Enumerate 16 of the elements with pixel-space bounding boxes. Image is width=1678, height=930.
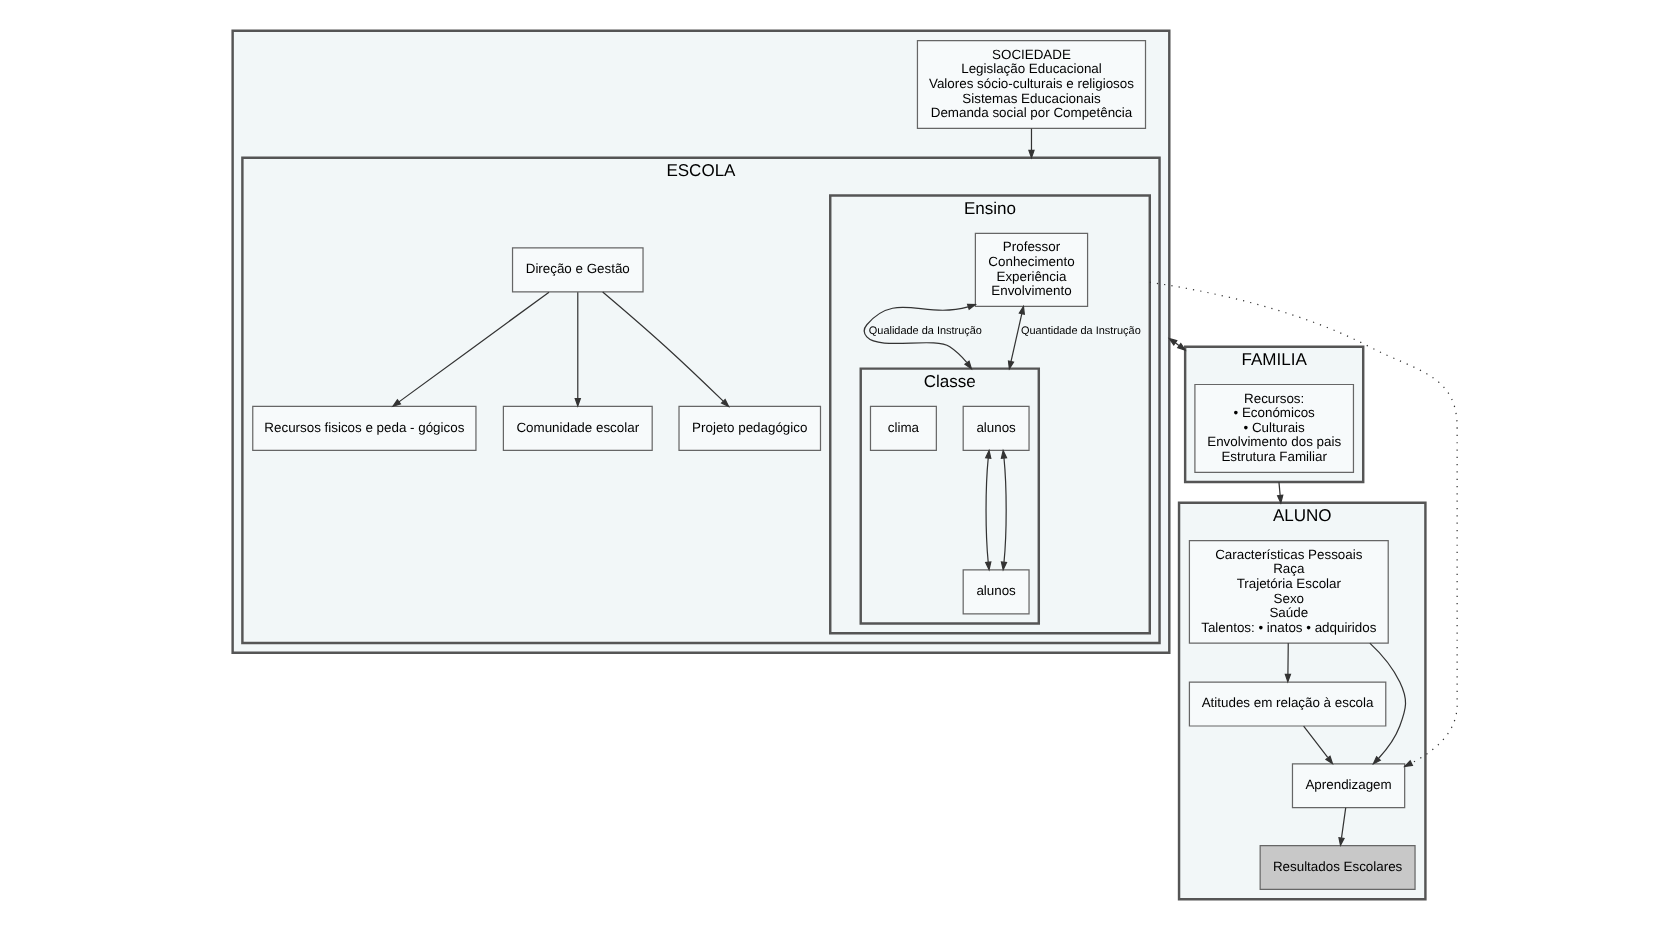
arrow bbox=[1148, 281, 1457, 768]
arrow bbox=[1283, 642, 1291, 684]
arrow bbox=[983, 448, 991, 572]
arrow bbox=[862, 303, 977, 371]
arrow bbox=[1275, 481, 1283, 505]
arrow bbox=[1166, 337, 1186, 352]
arrow bbox=[1337, 807, 1346, 848]
arrow bbox=[1006, 304, 1025, 371]
arrow bbox=[573, 291, 581, 408]
cluster bbox=[230, 29, 1170, 655]
arrow bbox=[390, 291, 549, 408]
arrow bbox=[1368, 642, 1406, 766]
arrow bbox=[1027, 128, 1034, 160]
arrow bbox=[999, 448, 1007, 572]
arrow bbox=[601, 291, 729, 408]
arrow bbox=[1302, 725, 1333, 766]
